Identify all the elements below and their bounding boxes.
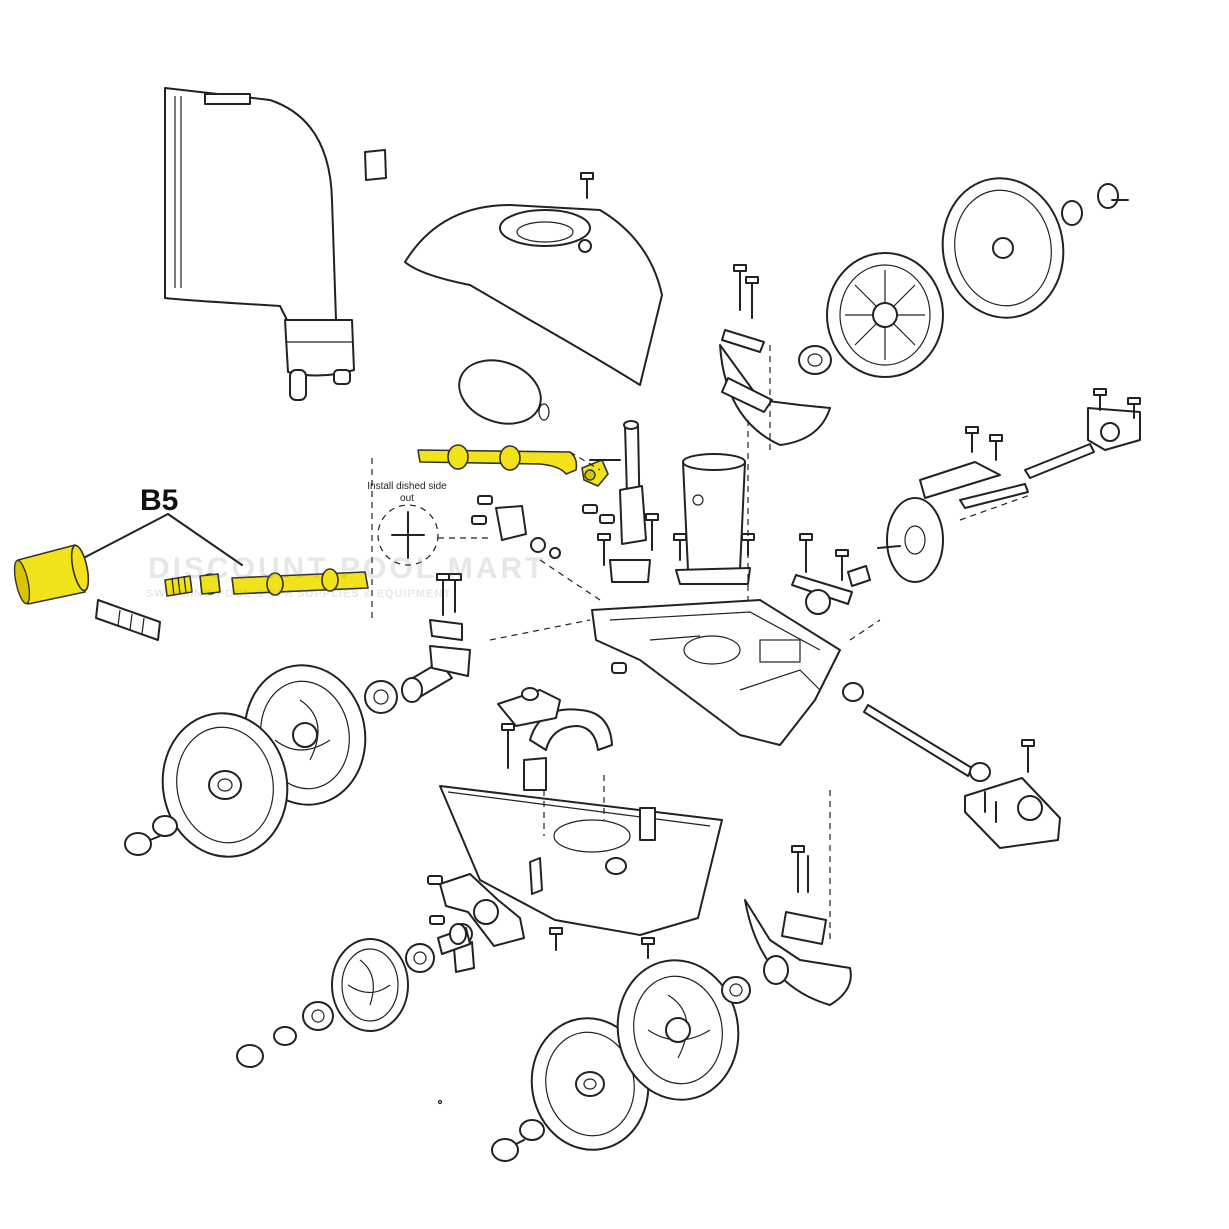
wheel-washer-screw-left: [124, 815, 178, 856]
feed-hose-highlight: [417, 444, 609, 487]
gear-bracket-right: [791, 533, 871, 615]
install-note-text: Install dished side out: [367, 481, 447, 504]
side-guard-front-right: [744, 790, 852, 1006]
dished-side-indicator: [371, 458, 490, 620]
front-wheel-hub-small: [236, 1001, 334, 1068]
front-wheel-right-inner: [616, 959, 751, 1101]
wheel-tire-right: [826, 252, 944, 378]
b5-spring: [164, 575, 193, 597]
bottom-pan: [439, 785, 723, 936]
drive-gear-right: [877, 497, 944, 583]
rear-wheel-right: [941, 177, 1065, 319]
callout-leader-lines: [69, 513, 243, 566]
callout-label-b5: B5: [140, 484, 179, 517]
b5-filter-sleeve: [13, 544, 90, 605]
mast-assembly: [589, 420, 651, 583]
assembly-guides: [489, 451, 1031, 641]
b5-hose-tube: [231, 568, 369, 596]
rear-axle-assembly: [919, 388, 1141, 509]
front-bracket-right: [964, 739, 1061, 849]
bag-clip: [364, 149, 387, 181]
float: [458, 359, 550, 425]
front-wheel-washer-screw: [491, 1119, 545, 1162]
swivel-elbow: [497, 687, 613, 836]
dot-mark: [437, 1099, 443, 1105]
wheel-washer-screw-right: [1061, 183, 1129, 226]
front-axle: [842, 682, 991, 782]
cover-screw: [580, 172, 594, 199]
side-guard-right: [719, 264, 831, 600]
b5-collar: [199, 573, 221, 595]
small-fittings: [471, 495, 561, 559]
front-wheel-inner: [331, 923, 471, 1032]
debris-bag: [164, 87, 355, 401]
turbine-housing: [675, 453, 751, 585]
watermark-subtitle: SWIMMING POOL & SPA SUPPLIES & EQUIPMENT: [146, 588, 452, 600]
watermark-title: DISCOUNT POOL MART: [148, 552, 547, 585]
wheel-tire-left: [161, 712, 289, 858]
wheel-hub-left: [364, 573, 471, 714]
wheel-bearing-right: [798, 345, 832, 375]
top-cover: [404, 204, 663, 386]
hose-nozzle: [95, 599, 161, 641]
main-chassis: [591, 599, 841, 746]
